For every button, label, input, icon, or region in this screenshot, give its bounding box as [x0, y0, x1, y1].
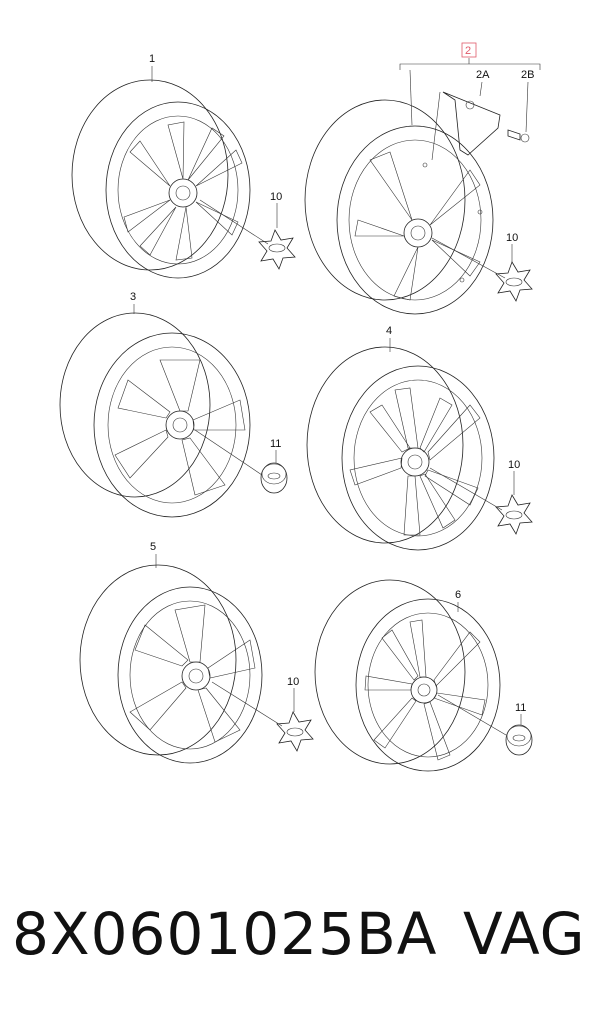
brand-name: VAG [463, 900, 586, 968]
center-cap-10e [276, 711, 314, 752]
wheel-2 [304, 99, 494, 315]
kit-2-highlight [461, 42, 477, 58]
label-wheel-5: 5 [150, 541, 156, 553]
wheel-3 [59, 312, 251, 518]
label-cap-10a: 10 [270, 191, 282, 203]
label-cap-10e: 10 [287, 676, 299, 688]
center-cap-11f [505, 724, 533, 756]
center-cap-10b [495, 261, 533, 302]
label-cap-10b: 10 [506, 232, 518, 244]
label-wheel-6: 6 [455, 589, 461, 601]
label-kit-2b: 2B [521, 69, 534, 81]
part-number: 8X0601025BA [12, 900, 438, 968]
label-cap-10d: 10 [508, 459, 520, 471]
label-wheel-1: 1 [149, 53, 155, 65]
wheel-6 [314, 579, 501, 772]
label-wheel-4: 4 [386, 325, 392, 337]
wheel-4 [306, 346, 495, 551]
balance-weight-2a [442, 91, 501, 156]
center-cap-11c [260, 462, 288, 494]
label-wheel-3: 3 [130, 291, 136, 303]
label-cap-11c: 11 [270, 438, 281, 450]
wheel-1 [71, 79, 251, 279]
label-cap-11f: 11 [515, 702, 526, 714]
center-cap-10a [258, 229, 296, 270]
bolt-2b [507, 129, 530, 143]
wheel-parts-diagram: 1 10 2 2A 2B [59, 42, 541, 772]
label-kit-2a: 2A [476, 69, 490, 81]
center-cap-10d [495, 494, 533, 535]
wheel-5 [79, 564, 263, 764]
label-kit-2: 2 [465, 45, 471, 57]
